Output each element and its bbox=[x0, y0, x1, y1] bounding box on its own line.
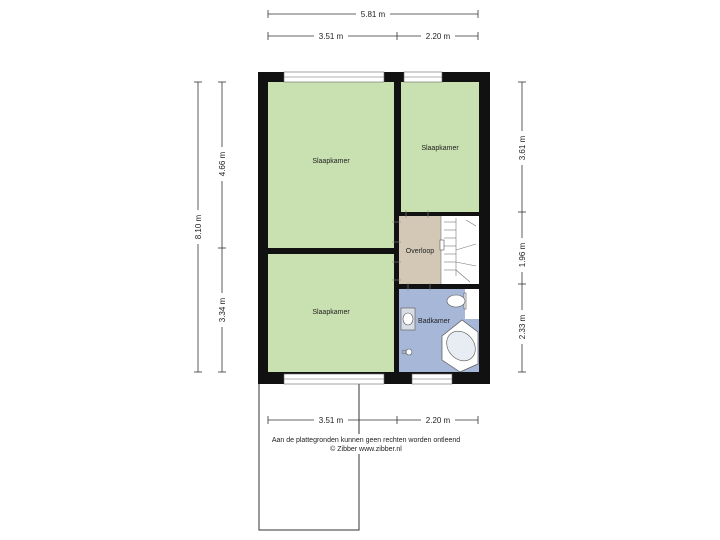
dim-bottom-right: 2.20 m bbox=[426, 416, 451, 425]
label-bedroom-top-right: Slaapkamer bbox=[421, 145, 459, 152]
bathtub-icon bbox=[441, 319, 479, 373]
windows bbox=[283, 71, 453, 385]
washing-machine-icon bbox=[401, 348, 413, 356]
dim-left-lower: 3.34 m bbox=[218, 297, 227, 322]
top-dimensions: 5.81 m 3.51 m 2.20 m bbox=[267, 8, 479, 42]
sink-icon bbox=[400, 307, 416, 331]
stairwell bbox=[441, 216, 479, 284]
disclaimer-line-1: Aan de plattegronden kunnen geen rechten… bbox=[272, 437, 460, 444]
balcony-outline bbox=[258, 381, 360, 531]
room-bedroom-top-right bbox=[401, 82, 479, 212]
left-dimensions: 8.10 m 4.66 m 3.34 m bbox=[192, 81, 228, 373]
dim-left-total: 8.10 m bbox=[194, 214, 203, 239]
door-markers bbox=[392, 210, 431, 291]
dim-top-total: 5.81 m bbox=[361, 10, 386, 19]
dim-left-upper: 4.66 m bbox=[218, 151, 227, 176]
disclaimer-line-2: © Zibber www.zibber.nl bbox=[330, 445, 402, 453]
room-bedroom-top-left bbox=[268, 82, 394, 248]
dim-top-left: 3.51 m bbox=[319, 32, 344, 41]
label-bathroom: Badkamer bbox=[418, 318, 451, 325]
label-landing: Overloop bbox=[406, 248, 435, 255]
bottom-dimensions: 3.51 m 2.20 m bbox=[267, 414, 479, 426]
stairs bbox=[439, 216, 477, 284]
dim-right-upper: 3.61 m bbox=[518, 135, 527, 160]
room-bedroom-bottom-left bbox=[268, 254, 394, 372]
toilet-icon bbox=[446, 292, 467, 310]
room-landing bbox=[399, 216, 441, 284]
dim-right-lower: 2.33 m bbox=[518, 314, 527, 339]
bathroom-fixtures bbox=[400, 292, 479, 373]
dim-right-middle: 1.96 m bbox=[518, 242, 527, 267]
bathroom-niche bbox=[465, 289, 479, 319]
dim-top-right: 2.20 m bbox=[426, 32, 451, 41]
dim-bottom-left: 3.51 m bbox=[319, 416, 344, 425]
label-bedroom-bottom-left: Slaapkamer bbox=[312, 309, 350, 316]
right-dimensions: 3.61 m 1.96 m 2.33 m bbox=[516, 81, 528, 373]
label-bedroom-top-left: Slaapkamer bbox=[312, 158, 350, 165]
